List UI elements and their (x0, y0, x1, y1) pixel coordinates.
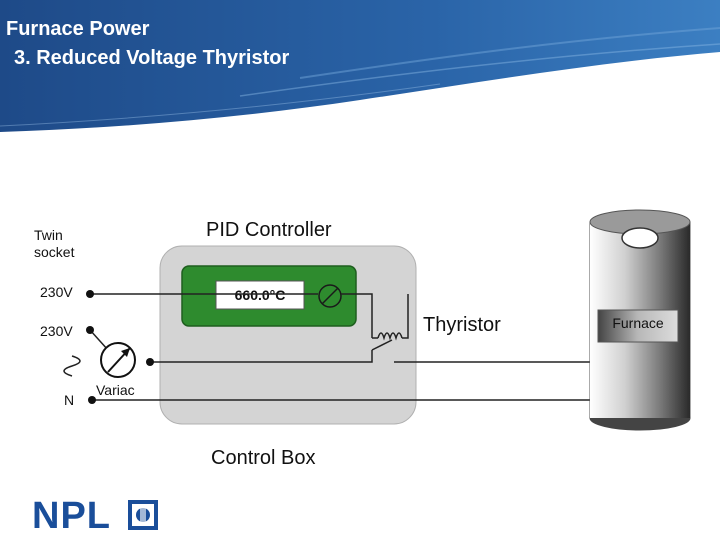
furnace-label-box (597, 309, 679, 343)
meter-icon (318, 284, 342, 308)
terminal-live-2 (86, 326, 94, 334)
control-box-label: Control Box (211, 447, 316, 469)
terminal-neutral (88, 396, 96, 404)
thyristor-label: Thyristor (423, 314, 501, 336)
neutral-label: N (64, 392, 74, 408)
variac-label: Variac (96, 382, 135, 398)
variac-output-wire (150, 350, 373, 363)
control-signal-wire (341, 293, 373, 328)
live-1-label: 230V (40, 284, 73, 300)
furnace-opening (621, 227, 659, 249)
furnace-label: Furnace (612, 315, 664, 331)
temperature-display-value: 660.0°C (235, 287, 286, 303)
terminal-variac-out (146, 358, 154, 366)
socket-label-line-2: socket (34, 244, 75, 260)
npl-crest-icon (128, 500, 158, 530)
pid-controller-label: PID Controller (206, 219, 332, 241)
title-line-1: Furnace Power (6, 18, 150, 40)
temperature-display (215, 280, 305, 310)
terminal-live-1 (86, 290, 94, 298)
ac-source-icon (63, 355, 81, 377)
variac-icon (100, 342, 136, 378)
live-2-label: 230V (40, 323, 73, 339)
socket-label-line-1: Twin (34, 227, 63, 243)
title-line-2: 3. Reduced Voltage Thyristor (14, 47, 290, 69)
title-banner (0, 0, 720, 132)
npl-logo: NPL (32, 495, 111, 537)
thyristor-switch-icon (371, 339, 393, 351)
thyristor-coil-icon (371, 328, 409, 341)
live-2-wire (89, 329, 109, 351)
